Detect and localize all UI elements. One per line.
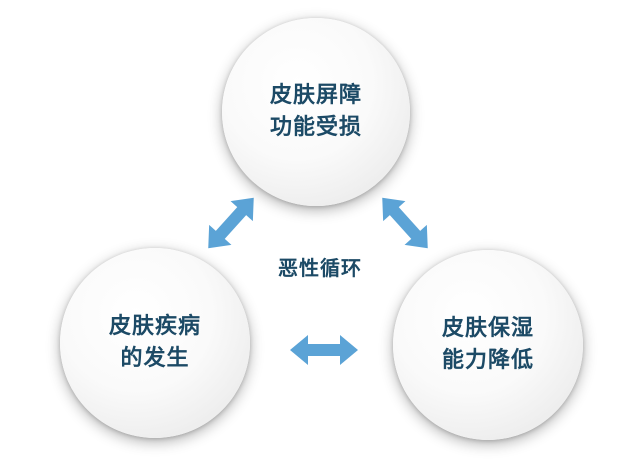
node-right-line1: 皮肤保湿 — [441, 316, 534, 341]
double-arrow-icon — [290, 335, 358, 365]
node-moisture-reduced: 皮肤保湿 能力降低 — [393, 250, 583, 440]
double-arrow-icon — [197, 187, 265, 259]
vicious-cycle-label: 恶性循环 — [278, 256, 362, 280]
node-skin-barrier-damage: 皮肤屏障 功能受损 — [222, 18, 410, 206]
node-top-line2: 功能受损 — [269, 115, 362, 140]
node-top-line1: 皮肤屏障 — [269, 83, 362, 108]
node-skin-disease: 皮肤疾病 的发生 — [60, 248, 250, 438]
node-right-line2: 能力降低 — [441, 348, 534, 373]
double-arrow-icon — [371, 187, 439, 259]
node-left-line1: 皮肤疾病 — [108, 314, 201, 339]
node-left-line2: 的发生 — [120, 346, 190, 371]
